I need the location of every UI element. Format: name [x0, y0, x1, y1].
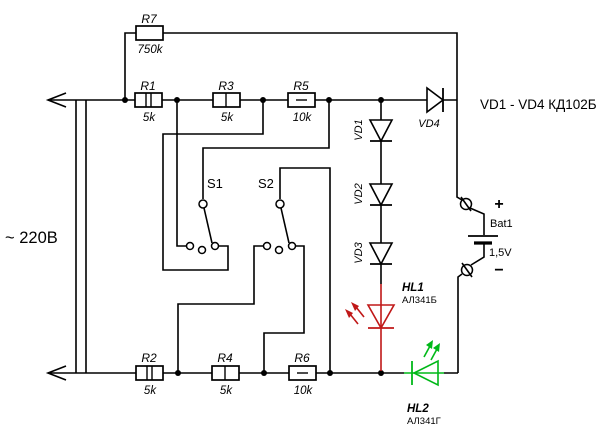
- resistor-r2-power-mark: [146, 366, 153, 380]
- junction-dot: [122, 97, 128, 103]
- switch-s1-label: S1: [207, 176, 223, 191]
- resistor-r2-ref-label: R2: [141, 351, 157, 365]
- battery-voltage-label: 1,5V: [489, 247, 512, 259]
- battery-bottom-rail-wire: [457, 273, 463, 373]
- switch-s1-pole-contact: [198, 199, 208, 209]
- s1-pole-wire: [202, 100, 330, 199]
- resistor-r7-ref-label: R7: [141, 12, 158, 26]
- led-hl2-triangle: [412, 359, 439, 387]
- resistor-r1: R1 5k: [134, 79, 163, 124]
- resistor-r5: R5 10k: [287, 79, 316, 124]
- resistor-r7-body: [135, 25, 164, 41]
- switch-s2-lever: [280, 207, 290, 244]
- junction-dot: [378, 370, 384, 376]
- resistor-r4: R4 5k: [211, 351, 240, 397]
- s2-pole-wire: [279, 167, 331, 373]
- switch-s2-label: S2: [258, 176, 274, 191]
- diode-vd3: VD3: [353, 241, 394, 266]
- resistor-r1-body: [134, 92, 163, 108]
- resistor-r3-ref-label: R3: [218, 79, 234, 93]
- switch-s1-contact-2: [197, 245, 207, 255]
- switch-s2-contact-2: [274, 245, 284, 255]
- led-hl1: HL1 АЛ341Б: [345, 282, 437, 330]
- resistor-r7: R7 750k: [135, 12, 164, 56]
- resistor-r1-power-mark: [145, 93, 152, 107]
- switch-s2-contact-3: [287, 241, 297, 251]
- r7-branch-wire: [124, 32, 463, 201]
- switch-s2-contact-1: [262, 241, 272, 251]
- s2-right-contact-wire: [263, 245, 305, 373]
- resistor-r4-ref-label: R4: [217, 351, 233, 365]
- battery-plus-lead: [469, 207, 485, 235]
- battery-ref-label: Bat1: [490, 218, 513, 230]
- led-hl1-triangle: [366, 304, 396, 330]
- resistor-r6: R6 10k: [288, 351, 317, 397]
- resistor-r6-ref-label: R6: [294, 351, 310, 365]
- switch-s1-lever: [203, 207, 213, 244]
- led-hl2: HL2 АЛ341Г: [404, 340, 444, 427]
- diode-vd2: VD2: [353, 183, 394, 207]
- diode-vd1-label: VD1: [353, 119, 365, 140]
- s2-left-contact-wire: [177, 245, 263, 373]
- diode-vd4-label: VD4: [418, 118, 439, 130]
- mains-voltage-label: ~ 220В: [5, 229, 58, 247]
- switch-wiring: [162, 100, 331, 373]
- diode-vd2-triangle: [368, 183, 394, 207]
- s1-left-contact-wire: [176, 100, 186, 247]
- resistor-r5-value-label: 10k: [293, 112, 313, 124]
- resistor-r1-ref-label: R1: [140, 79, 155, 93]
- terminal-minus-slash: [461, 262, 473, 278]
- diode-vd1-triangle: [368, 119, 394, 143]
- diode-vd1: VD1: [353, 119, 394, 143]
- switch-s1-contact-3: [210, 241, 220, 251]
- junction-dots: [122, 97, 384, 376]
- diode-type-note: VD1 - VD4 КД102Б: [480, 97, 597, 112]
- led-hl1-emission-arrows-icon: [345, 302, 365, 325]
- mains-cord-lines: [75, 100, 87, 373]
- led-hl1-part-label: АЛ341Б: [402, 295, 437, 306]
- diode-vd4: VD4: [418, 86, 445, 130]
- resistor-r2-value-label: 5k: [144, 385, 157, 397]
- resistor-r7-value-label: 750k: [138, 44, 164, 56]
- diode-vd3-triangle: [368, 242, 394, 266]
- resistor-r3-value-label: 5k: [221, 112, 234, 124]
- resistor-r4-value-label: 5k: [220, 385, 233, 397]
- diode-vd2-label: VD2: [353, 183, 365, 204]
- resistor-r2-body: [135, 365, 164, 381]
- s1-right-contact-wire: [162, 100, 264, 271]
- terminal-plus-slash: [460, 196, 472, 212]
- diode-vd3-label: VD3: [353, 241, 365, 263]
- led-hl2-emission-arrows-icon: [423, 340, 440, 361]
- battery-minus-lead: [470, 244, 485, 266]
- led-hl2-part-label: АЛ341Г: [407, 416, 441, 427]
- led-hl1-ref-label: HL1: [402, 282, 424, 294]
- switch-s2-pole-contact: [275, 199, 285, 209]
- battery-section: + − Bat1 1,5V: [457, 196, 513, 373]
- battery-minus-sign: −: [494, 262, 503, 279]
- diode-vd4-triangle: [426, 86, 445, 114]
- mains-lead: ~ 220В: [5, 92, 87, 381]
- resistor-r5-ref-label: R5: [293, 79, 309, 93]
- switch-s1: S1: [185, 176, 223, 255]
- resistor-r6-value-label: 10k: [294, 385, 314, 397]
- switch-s2: S2: [258, 176, 297, 255]
- resistor-r2: R2 5k: [135, 351, 164, 397]
- resistor-r3: R3 5k: [212, 79, 241, 124]
- battery-plus-sign: +: [494, 196, 503, 213]
- switch-s1-contact-1: [185, 241, 195, 251]
- led-hl2-ref-label: HL2: [407, 403, 429, 415]
- resistor-r1-value-label: 5k: [143, 112, 156, 124]
